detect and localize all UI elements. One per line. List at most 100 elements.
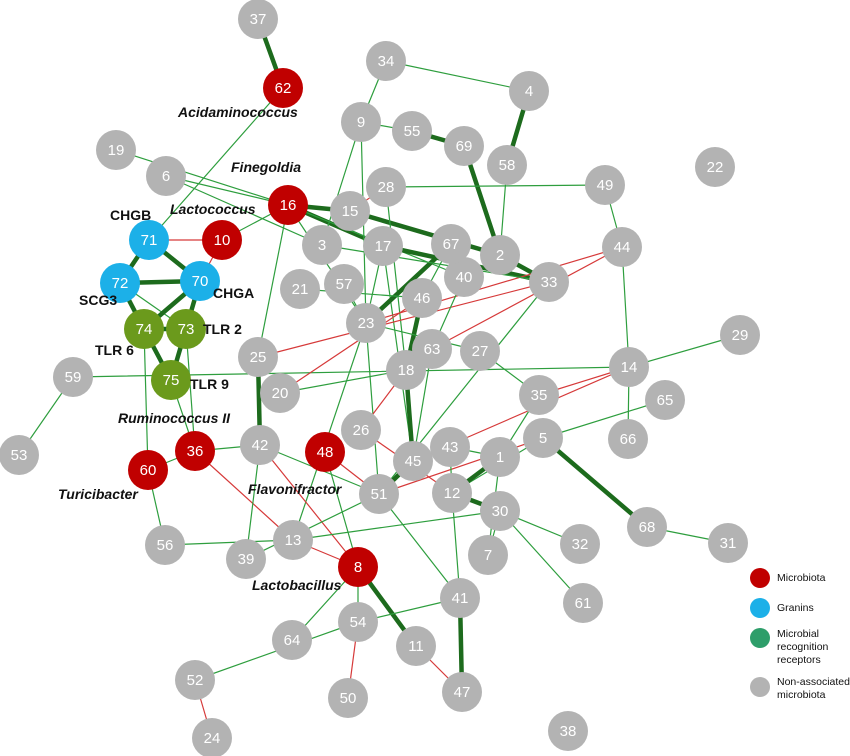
- node-69: 69: [444, 126, 484, 166]
- node-circle-25: [238, 337, 278, 377]
- edge-23-51: [365, 322, 380, 495]
- edge-30-61: [499, 510, 584, 604]
- node-58: 58: [487, 145, 527, 185]
- edge-73-36: [185, 328, 196, 452]
- node-label-2: 2: [496, 247, 504, 264]
- legend-swatch-microbiota: [750, 568, 770, 588]
- node-circle-70: [180, 261, 220, 301]
- node-10: 10: [202, 220, 242, 260]
- node-circle-23: [346, 303, 386, 343]
- node-45: 45: [393, 441, 433, 481]
- node-label-53: 53: [11, 447, 28, 464]
- node-label-64: 64: [284, 632, 301, 649]
- node-70: 70: [180, 261, 220, 301]
- node-label-7: 7: [484, 547, 492, 564]
- node-label-5: 5: [539, 430, 547, 447]
- node-label-70: 70: [192, 273, 209, 290]
- node-42: 42: [240, 425, 280, 465]
- node-label-43: 43: [442, 439, 459, 456]
- node-label-16: 16: [280, 197, 297, 214]
- edge-44-14: [621, 246, 630, 368]
- node-17: 17: [363, 226, 403, 266]
- edge-62-71: [148, 87, 284, 241]
- node-circle-74: [124, 309, 164, 349]
- edge-20-46: [279, 297, 423, 394]
- node-circle-7: [468, 535, 508, 575]
- edge-13-30: [292, 510, 501, 541]
- node-73: 73: [166, 309, 206, 349]
- node-circle-45: [393, 441, 433, 481]
- legend-label-microbiota: Microbiota: [777, 572, 826, 584]
- node-8: 8: [338, 547, 378, 587]
- node-circle-43: [430, 427, 470, 467]
- legend-swatch-granins: [750, 598, 770, 618]
- node-circle-75: [151, 360, 191, 400]
- node-label-26: 26: [353, 422, 370, 439]
- annotation-layer: Acidaminococcus Finegoldia Lactococcus C…: [58, 104, 343, 593]
- node-circle-13: [273, 520, 313, 560]
- node-circle-34: [366, 41, 406, 81]
- node-54: 54: [338, 602, 378, 642]
- label-scg3: SCG3: [79, 292, 117, 308]
- node-43: 43: [430, 427, 470, 467]
- node-22: 22: [695, 147, 735, 187]
- node-circle-51: [359, 474, 399, 514]
- node-44: 44: [602, 227, 642, 267]
- node-60: 60: [128, 450, 168, 490]
- node-12: 12: [432, 473, 472, 513]
- node-label-4: 4: [525, 83, 533, 100]
- node-circle-19: [96, 130, 136, 170]
- node-circle-5: [523, 418, 563, 458]
- node-circle-73: [166, 309, 206, 349]
- node-label-62: 62: [275, 80, 292, 97]
- node-circle-4: [509, 71, 549, 111]
- node-33: 33: [529, 262, 569, 302]
- node-5: 5: [523, 418, 563, 458]
- node-circle-61: [563, 583, 603, 623]
- node-circle-24: [192, 718, 232, 756]
- node-59: 59: [53, 357, 93, 397]
- node-circle-20: [260, 373, 300, 413]
- node-label-44: 44: [614, 239, 631, 256]
- node-label-15: 15: [342, 203, 359, 220]
- node-label-52: 52: [187, 672, 204, 689]
- node-72: 72: [100, 263, 140, 303]
- node-label-30: 30: [492, 503, 509, 520]
- node-label-11: 11: [408, 638, 424, 655]
- node-label-61: 61: [575, 595, 592, 612]
- node-66: 66: [608, 419, 648, 459]
- node-circle-17: [363, 226, 403, 266]
- edge-9-3: [321, 121, 362, 246]
- edge-5-68: [540, 435, 650, 530]
- node-circle-47: [442, 672, 482, 712]
- node-label-69: 69: [456, 138, 473, 155]
- node-68: 68: [627, 507, 667, 547]
- node-label-54: 54: [350, 614, 367, 631]
- node-circle-3: [302, 225, 342, 265]
- node-label-28: 28: [378, 179, 395, 196]
- label-flavonifractor: Flavonifractor: [248, 481, 343, 497]
- node-circle-68: [627, 507, 667, 547]
- node-label-35: 35: [531, 387, 548, 404]
- node-circle-32: [560, 524, 600, 564]
- node-circle-10: [202, 220, 242, 260]
- node-63: 63: [412, 329, 452, 369]
- node-circle-37: [238, 0, 278, 39]
- node-31: 31: [708, 523, 748, 563]
- node-circle-65: [645, 380, 685, 420]
- node-circle-26: [341, 410, 381, 450]
- node-circle-16: [268, 185, 308, 225]
- edge-74-60: [143, 328, 149, 471]
- node-label-75: 75: [163, 372, 180, 389]
- node-circle-67: [431, 224, 471, 264]
- edge-34-4: [385, 60, 530, 92]
- node-label-37: 37: [250, 11, 267, 28]
- node-label-36: 36: [187, 443, 204, 460]
- node-53: 53: [0, 435, 39, 475]
- node-circle-59: [53, 357, 93, 397]
- node-label-14: 14: [621, 359, 638, 376]
- node-52: 52: [175, 660, 215, 700]
- node-circle-21: [280, 269, 320, 309]
- node-label-3: 3: [318, 237, 326, 254]
- node-circle-44: [602, 227, 642, 267]
